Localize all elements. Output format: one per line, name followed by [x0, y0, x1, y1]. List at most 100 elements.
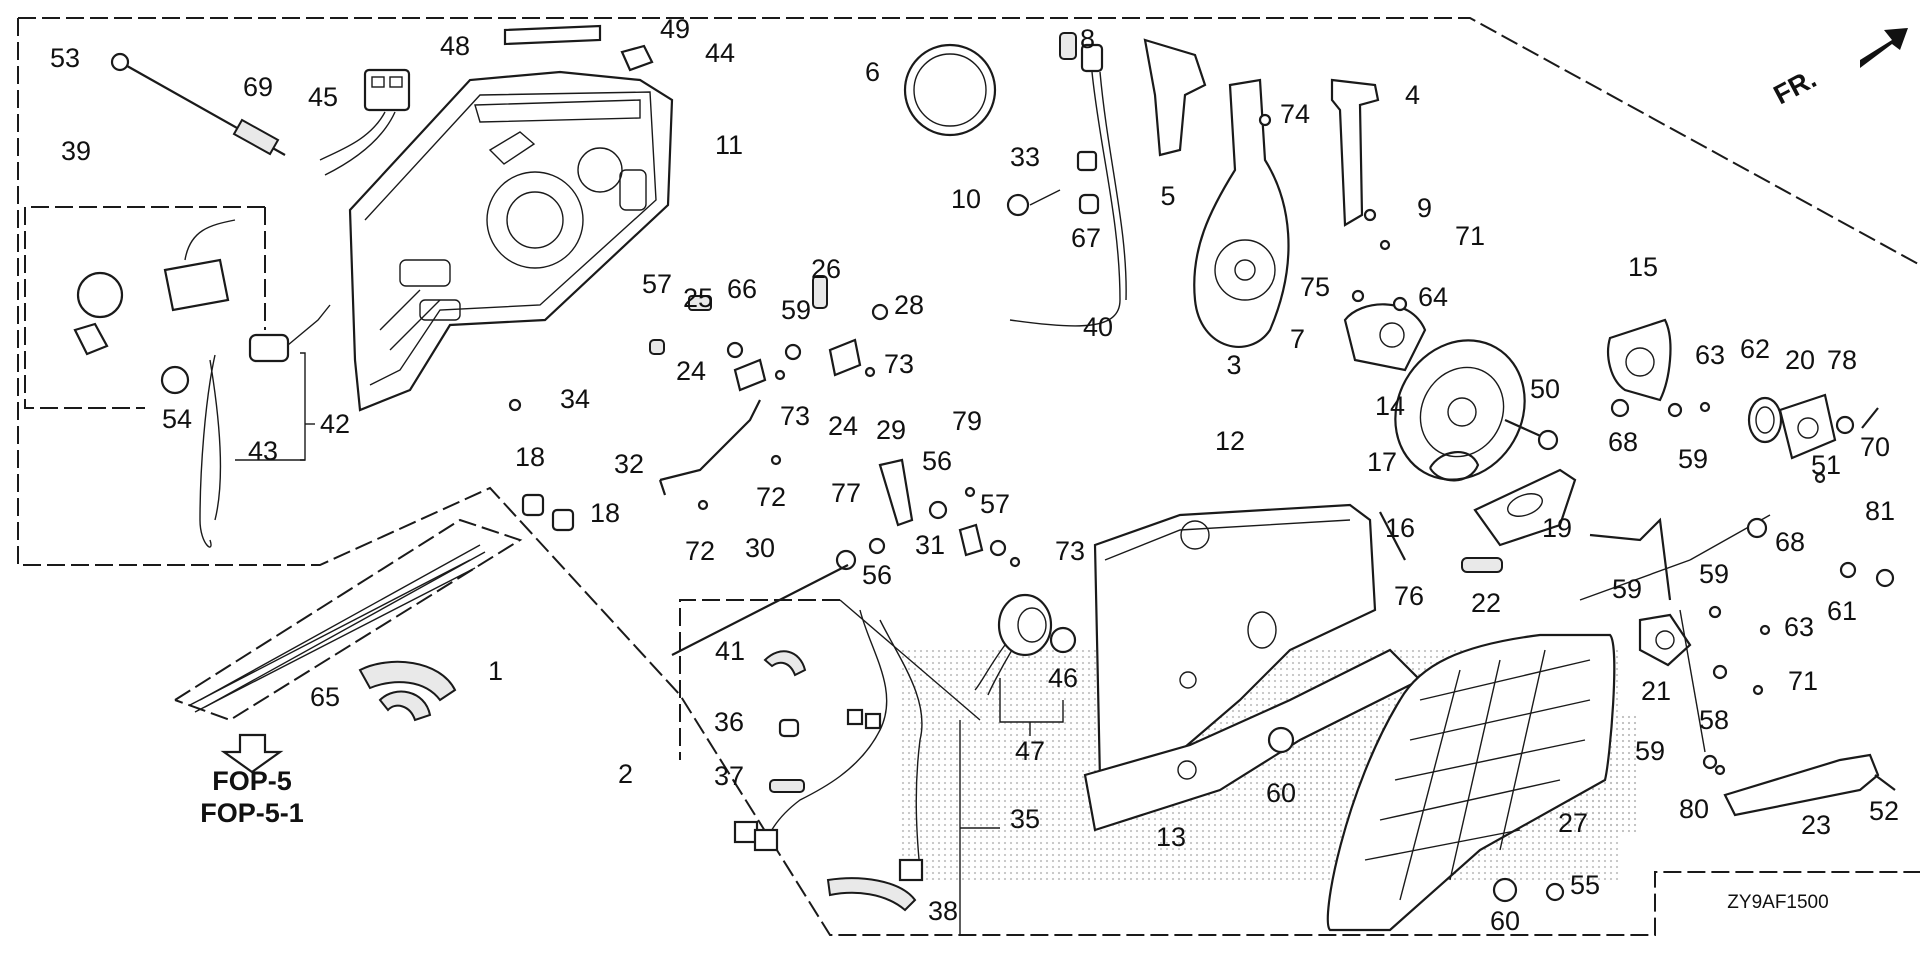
callout-73: 73	[780, 401, 810, 431]
bolt-50	[1504, 418, 1559, 451]
clip-17	[1429, 451, 1480, 482]
callout-69: 69	[243, 72, 273, 102]
callout-72: 72	[685, 536, 715, 566]
callout-60: 60	[1266, 778, 1296, 808]
harness-40	[1009, 43, 1127, 327]
callout-59: 59	[1678, 444, 1708, 474]
callout-38: 38	[928, 896, 958, 926]
callout-40: 40	[1083, 312, 1113, 342]
plate-49	[503, 24, 602, 46]
callout-46: 46	[1048, 663, 1078, 693]
lever-arm-4	[1330, 78, 1380, 227]
callout-9: 9	[1417, 193, 1432, 223]
callout-8: 8	[1080, 24, 1095, 54]
bracket-lines-58	[1679, 609, 1706, 753]
callout-63: 63	[1695, 340, 1725, 370]
callout-33: 33	[1010, 142, 1040, 172]
callout-22: 22	[1471, 588, 1501, 618]
reference-arrow	[220, 733, 284, 774]
emergency-switch	[199, 304, 331, 548]
callout-56: 56	[862, 560, 892, 590]
callout-61: 61	[1827, 596, 1857, 626]
grommet-67	[1078, 193, 1100, 215]
callout-13: 13	[1156, 822, 1186, 852]
callout-41: 41	[715, 636, 745, 666]
callout-58: 58	[1699, 705, 1729, 735]
callout-1: 1	[488, 656, 503, 686]
callout-4: 4	[1405, 80, 1420, 110]
link-19	[1589, 517, 1672, 601]
callout-18: 18	[590, 498, 620, 528]
callout-11: 11	[715, 130, 743, 160]
lever-23	[1723, 753, 1880, 817]
callout-48: 48	[440, 31, 470, 61]
buzzer-47	[974, 593, 1053, 696]
bracket-lines-19	[1579, 514, 1771, 601]
grommet-1	[358, 660, 457, 702]
callout-66: 66	[727, 274, 757, 304]
callout-2: 2	[618, 759, 633, 789]
grommets-18	[521, 493, 575, 532]
callout-71: 71	[1788, 666, 1818, 696]
callout-3: 3	[1226, 350, 1241, 380]
nut-55	[1545, 882, 1565, 902]
callout-37: 37	[714, 761, 744, 791]
callout-75: 75	[1300, 272, 1330, 302]
small-hardware	[1258, 113, 1895, 776]
callout-20: 20	[1785, 345, 1815, 375]
callout-47: 47	[1015, 736, 1045, 766]
callout-59: 59	[1612, 574, 1642, 604]
spring-8	[1059, 32, 1077, 60]
plate-14	[1394, 339, 1526, 481]
bolt-52	[1874, 774, 1896, 791]
direction-label: FR.	[1769, 63, 1821, 110]
bolt-70	[1861, 407, 1879, 429]
bracket-15	[1607, 318, 1672, 402]
fr-arrow-icon	[1860, 28, 1908, 68]
ring-6	[903, 43, 997, 137]
callout-19: 19	[1542, 513, 1572, 543]
reference-fop-5-1: FOP-5-1	[200, 798, 304, 828]
holder-21	[1638, 613, 1692, 667]
callout-72: 72	[756, 482, 786, 512]
callout-34: 34	[560, 384, 590, 414]
callout-30: 30	[745, 533, 775, 563]
shift-linkage	[508, 275, 1021, 677]
callout-74: 74	[1280, 99, 1310, 129]
key-set	[73, 219, 236, 395]
callout-42: 42	[320, 409, 350, 439]
callout-27: 27	[1558, 808, 1588, 838]
callout-78: 78	[1827, 345, 1857, 375]
grommet-60a	[1267, 726, 1295, 754]
sleeve-69	[232, 118, 280, 156]
callout-49: 49	[660, 14, 690, 44]
callout-45: 45	[308, 82, 338, 112]
callout-25: 25	[683, 283, 713, 313]
bracket-lines-47	[999, 678, 1064, 736]
callout-51: 51	[1811, 450, 1841, 480]
clip-33	[1076, 150, 1098, 172]
callout-77: 77	[831, 478, 861, 508]
callout-21: 21	[1641, 676, 1671, 706]
harness-35	[733, 609, 924, 912]
callout-52: 52	[1869, 796, 1899, 826]
panel-27	[1326, 633, 1616, 932]
spring-22	[1461, 557, 1503, 573]
callout-80: 80	[1679, 794, 1709, 824]
reference-fop-5: FOP-5	[212, 766, 292, 796]
callout-50: 50	[1530, 374, 1560, 404]
callout-28: 28	[894, 290, 924, 320]
callout-59: 59	[781, 295, 811, 325]
callout-18: 18	[515, 442, 545, 472]
remote-cables	[189, 544, 486, 713]
callout-76: 76	[1394, 581, 1424, 611]
callout-73: 73	[1055, 536, 1085, 566]
callout-73: 73	[884, 349, 914, 379]
control-lever-3	[1193, 78, 1290, 348]
callout-54: 54	[162, 404, 192, 434]
cam-7	[1343, 303, 1427, 372]
callout-15: 15	[1628, 252, 1658, 282]
control-box-housing	[348, 70, 674, 412]
callout-14: 14	[1375, 391, 1405, 421]
